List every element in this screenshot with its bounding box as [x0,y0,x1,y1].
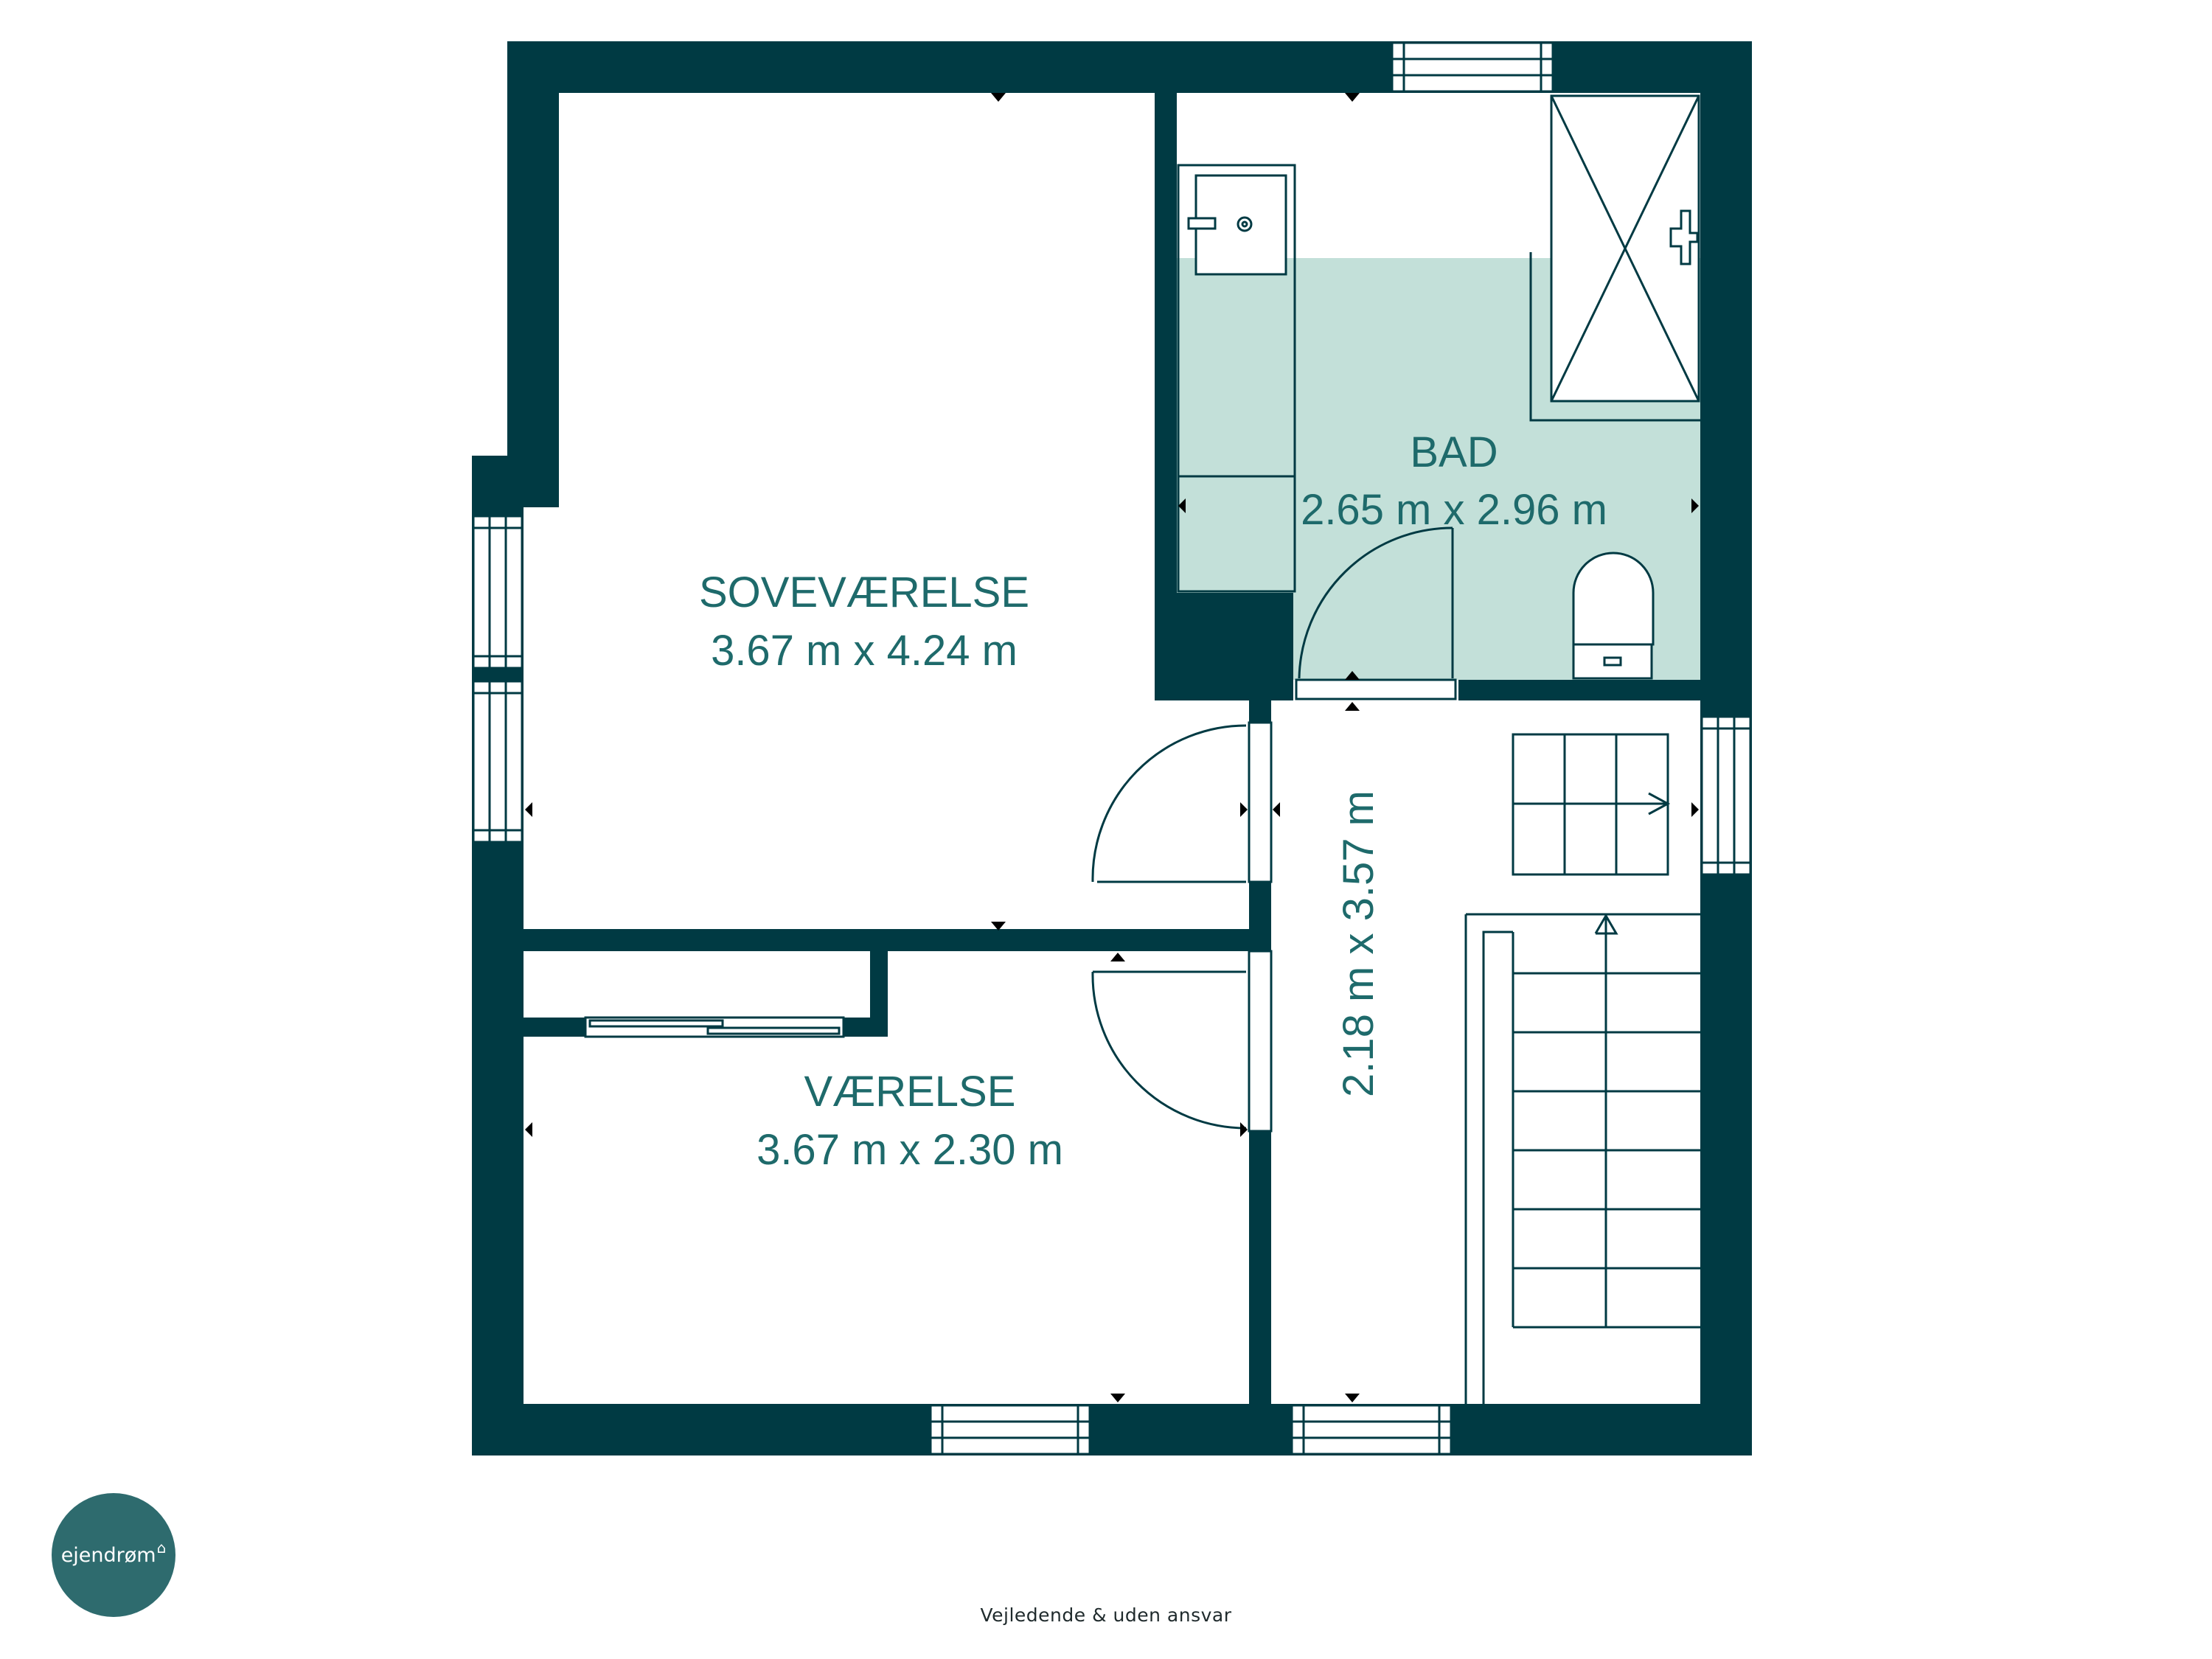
disclaimer-text: Vejledende & uden ansvar [980,1604,1232,1626]
room-size: 2.18 m x 3.57 m [1335,790,1382,1097]
window-bedroom-left-upper [472,515,524,669]
house-icon: ⌂ [156,1539,167,1557]
room-label-room: VÆRELSE 3.67 m x 2.30 m [757,1068,1063,1174]
fixtures [1177,94,1700,680]
door-room [1091,950,1273,1133]
bathroom-cabinet [1177,164,1296,593]
wardrobe-sliding-doors [584,1016,845,1038]
room-label-bedroom: SOVEVÆRELSE 3.67 m x 4.24 m [699,568,1029,675]
toilet-icon [1572,552,1655,680]
door-bedroom [1091,721,1273,883]
window-room-bottom [929,1404,1091,1455]
room-size: 3.67 m x 2.30 m [757,1126,1063,1174]
room-name: SOVEVÆRELSE [699,568,1029,616]
windows [472,41,1752,1455]
doors [584,526,1457,1133]
sink-icon [1187,174,1287,276]
window-hallway-right [1700,715,1752,876]
room-name: BAD [1410,428,1498,476]
room-name: VÆRELSE [804,1068,1016,1116]
room-size: 2.65 m x 2.96 m [1301,486,1607,534]
window-bedroom-left-lower [472,680,524,844]
brand-name: ejendrøm [60,1543,156,1567]
window-hallway-bottom [1290,1404,1453,1455]
brand-logo: ejendrøm⌂ [52,1493,175,1617]
door-bathroom [1295,526,1457,700]
window-bathroom-top [1391,41,1554,93]
measurement-markers [525,93,1699,1402]
room-label-hallway: 2.18 m x 3.57 m [1335,790,1382,1097]
shower-icon [1529,94,1700,422]
room-label-bathroom: BAD 2.65 m x 2.96 m [1301,428,1607,534]
room-size: 3.67 m x 4.24 m [711,627,1018,675]
staircase [1464,733,1700,1404]
